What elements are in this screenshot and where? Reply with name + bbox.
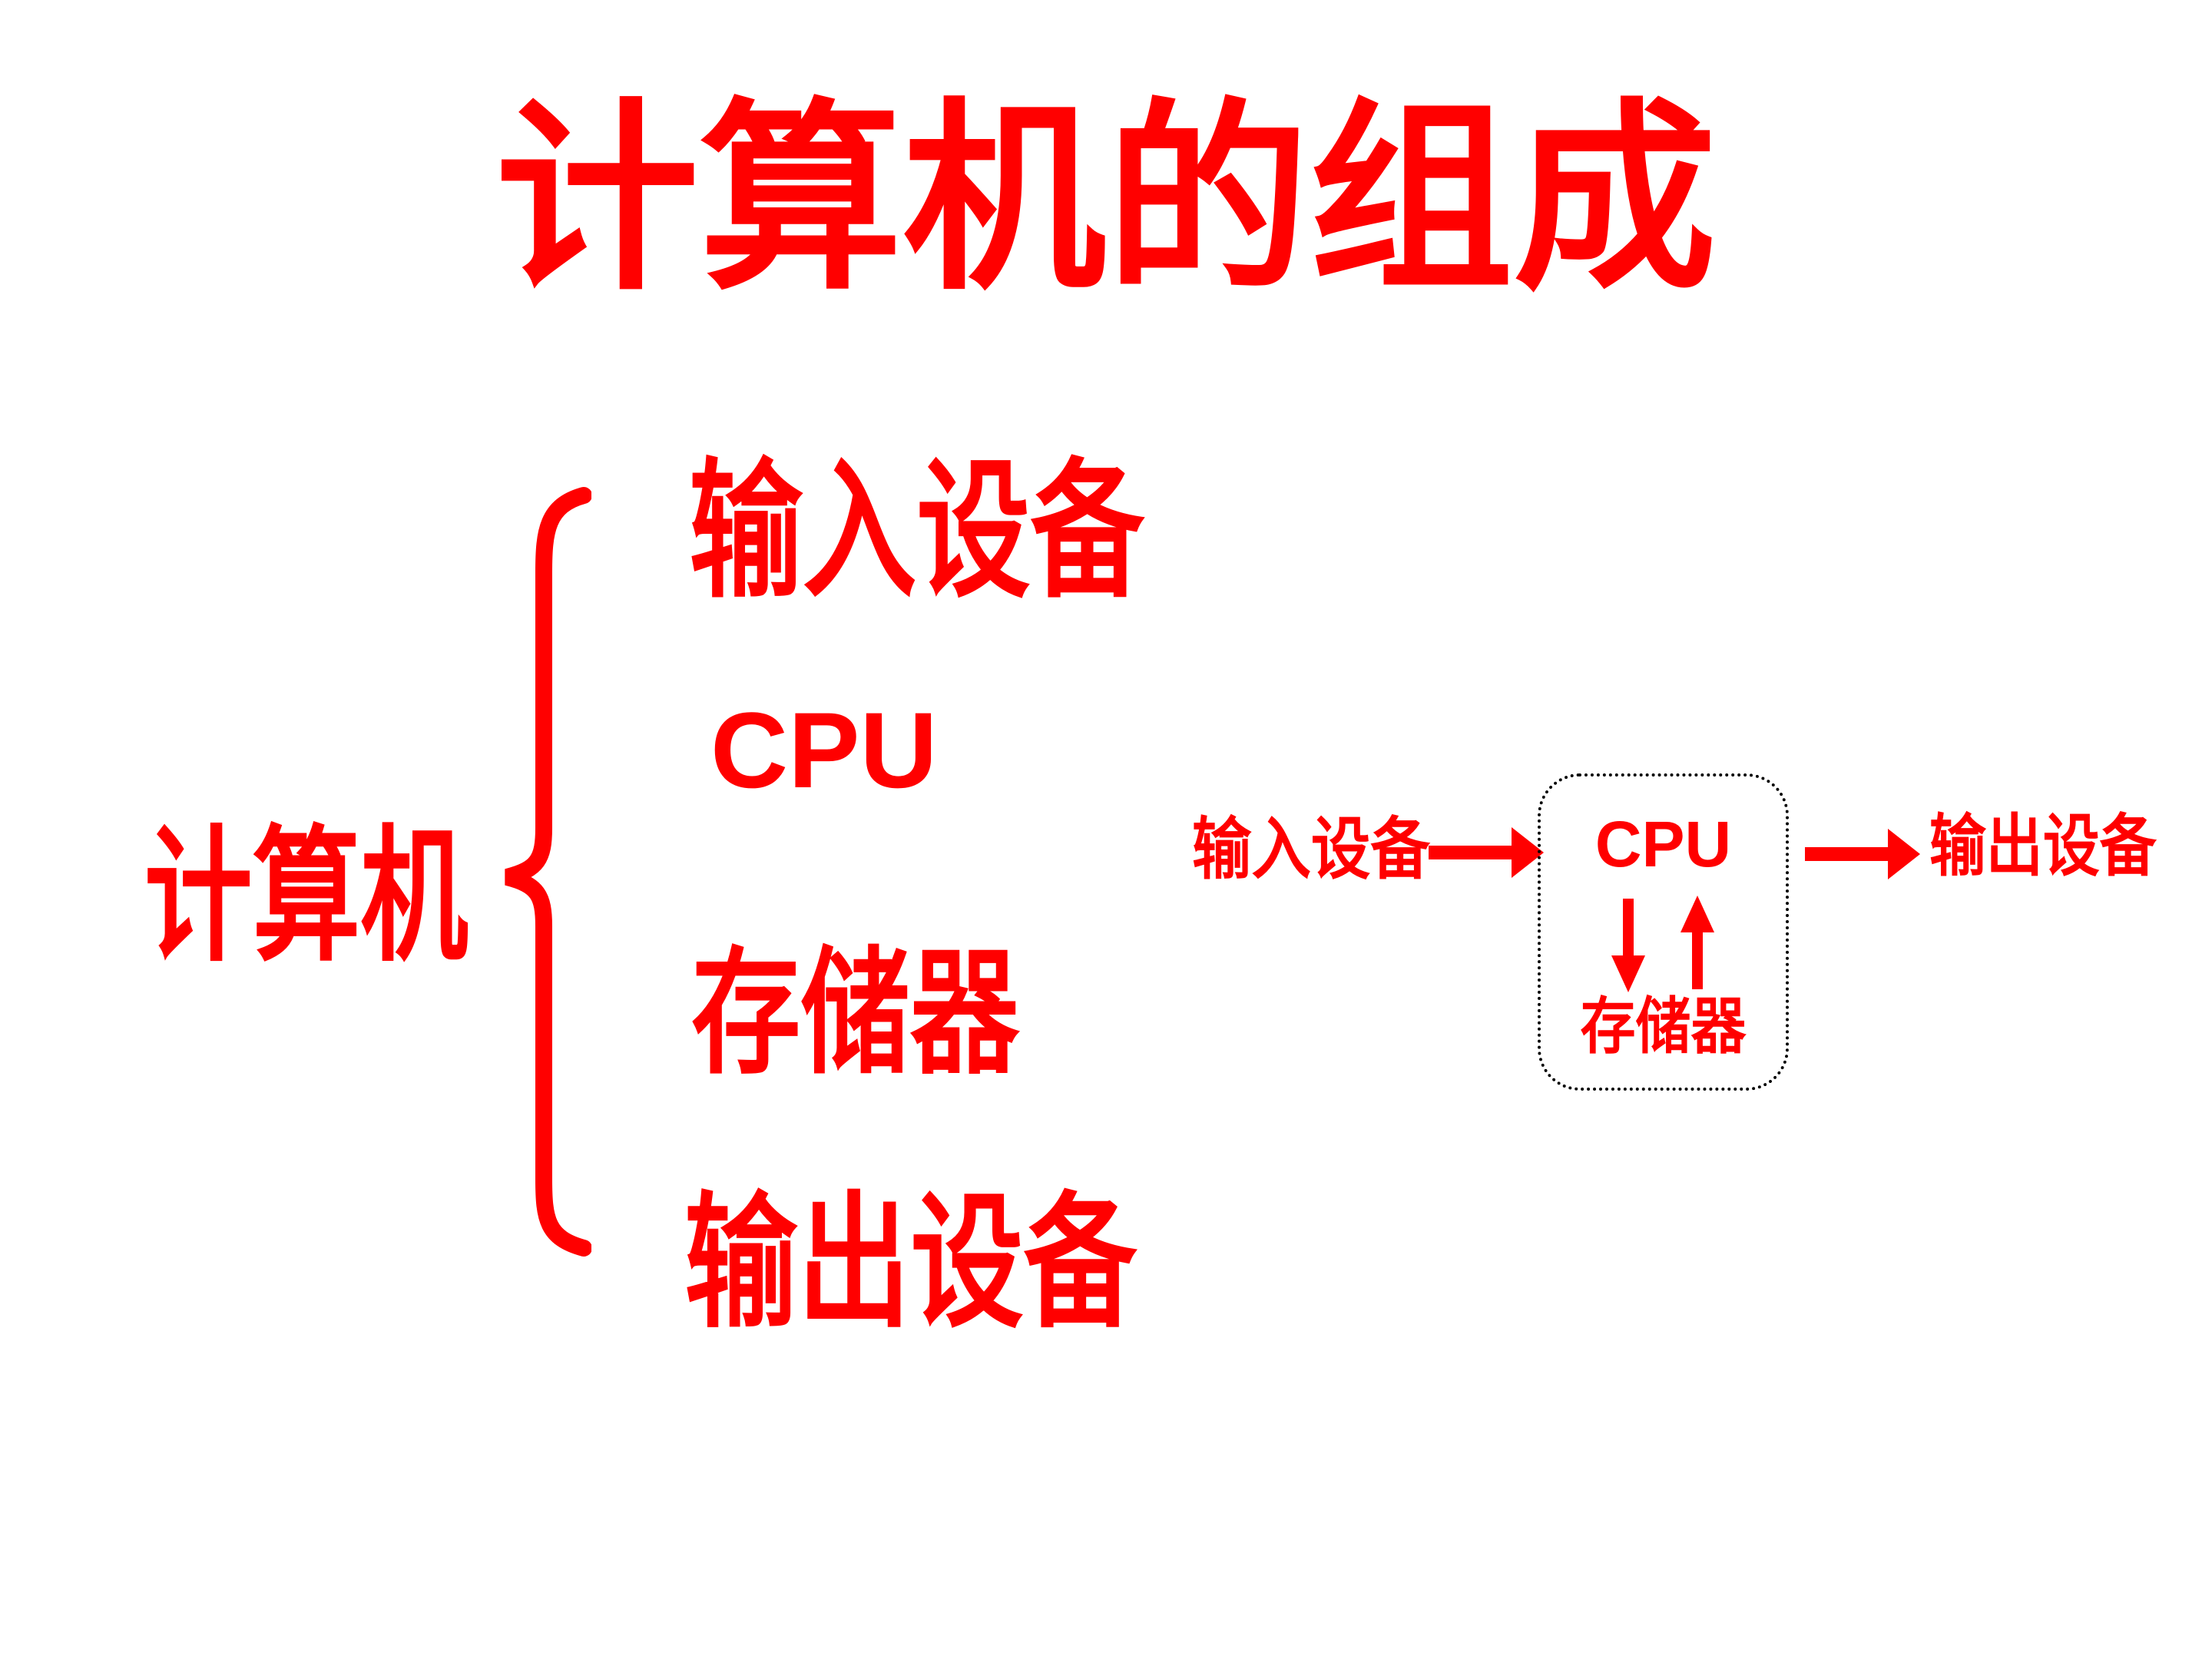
page-title: 计算机的组成 [495,89,1717,314]
diagram-output-device-label: 输出设备 [1929,810,2157,885]
outline-root-label: 计算机 [144,818,469,979]
arrow-up-icon [1681,896,1714,989]
arrow-down-icon [1611,899,1645,992]
diagram-input-device-label: 输入设备 [1192,813,1430,888]
arrow-right-icon [1805,829,1920,879]
left-curly-brace-icon [505,487,591,1257]
cpu-memory-dotted-box [1538,773,1789,1091]
outline-item-output-device: 输出设备 [684,1184,1137,1346]
outline-item-cpu: CPU [710,690,938,810]
arrow-right-icon [1429,827,1544,878]
diagram-memory-label: 存储器 [1580,994,1747,1061]
outline-item-memory: 存储器 [691,939,1020,1091]
outline-item-input-device: 输入设备 [689,450,1144,616]
diagram-cpu-label: CPU [1594,808,1732,880]
